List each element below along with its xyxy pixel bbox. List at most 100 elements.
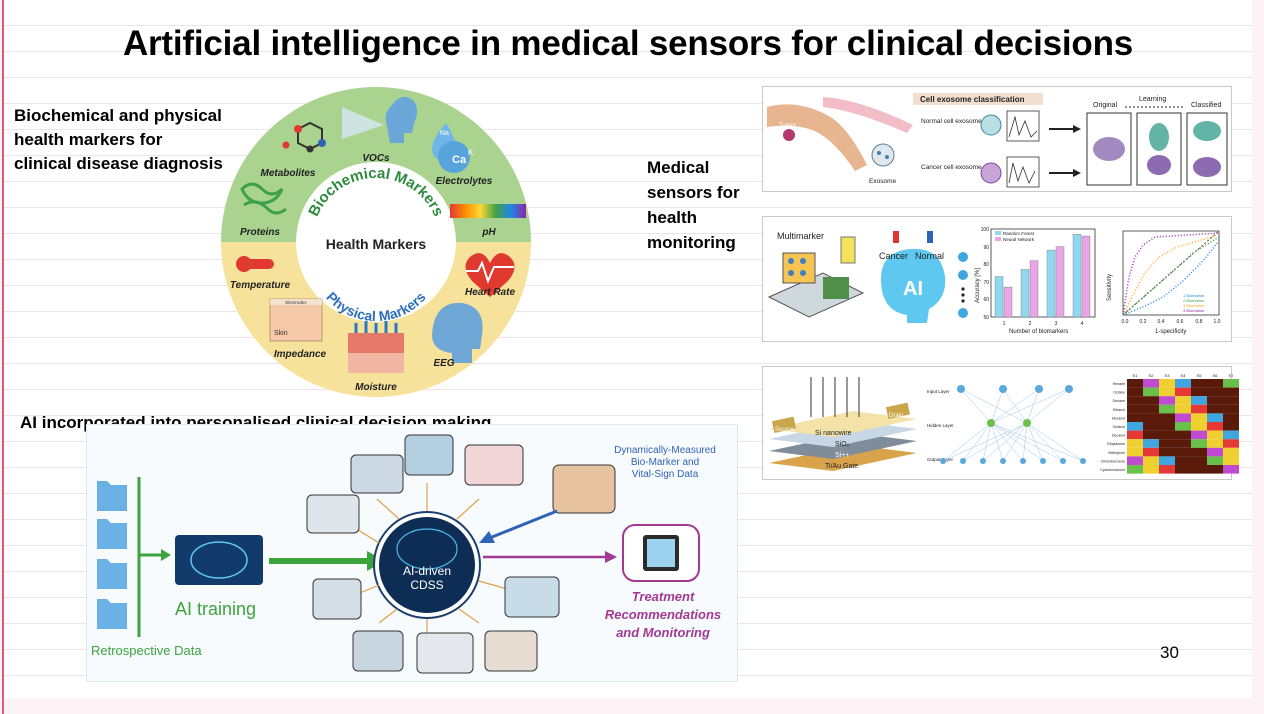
electrolytes-label: Electrolytes bbox=[436, 176, 493, 187]
heatmap-cell bbox=[1223, 447, 1239, 457]
roc-xtick: 1.0 bbox=[1214, 319, 1221, 325]
treatment-line2: Recommendations bbox=[605, 607, 721, 622]
proteins-label: Proteins bbox=[240, 227, 280, 238]
heatmap-cell bbox=[1191, 430, 1207, 440]
skin-sensor-photo bbox=[552, 464, 616, 514]
dynamic-data-line2: Bio-Marker and bbox=[631, 457, 699, 468]
heatmap-col-label: S2 bbox=[1149, 373, 1155, 378]
treatment-line1: Treatment bbox=[632, 589, 695, 604]
ai-training-label: AI training bbox=[175, 599, 256, 619]
ph-label: pH bbox=[481, 227, 496, 238]
bar-ytick: 90 bbox=[983, 245, 989, 251]
roc-ylabel: Sensitivity bbox=[1107, 274, 1113, 301]
metabolite-molecule-icon bbox=[282, 121, 326, 153]
heatmap-cell bbox=[1207, 379, 1223, 388]
cdss-hub-icon bbox=[373, 511, 481, 619]
heatmap-cell bbox=[1191, 387, 1207, 397]
heatmap-cell bbox=[1207, 404, 1223, 414]
cdss-center-line2: CDSS bbox=[410, 578, 443, 592]
bar-ytick: 80 bbox=[983, 262, 989, 268]
heatmap-cell bbox=[1127, 430, 1143, 440]
cancer-exosome-label: Cancer cell exosome bbox=[921, 164, 982, 171]
heatmap-cell bbox=[1175, 430, 1191, 440]
heatmap-cell bbox=[1159, 387, 1175, 397]
bar-legend-nn: Neural Network bbox=[1003, 237, 1035, 242]
heatmap-cell bbox=[1175, 404, 1191, 414]
input-layer-label: Input Layer bbox=[927, 389, 950, 394]
heatmap-cell bbox=[1159, 379, 1175, 388]
heatmap-cell bbox=[1127, 387, 1143, 397]
heatmap-cell bbox=[1127, 404, 1143, 414]
heatmap-cell bbox=[1191, 379, 1207, 388]
treatment-line3: and Monitoring bbox=[616, 625, 710, 640]
accuracy-bar bbox=[1020, 269, 1030, 318]
page-number: 30 bbox=[1160, 643, 1179, 662]
retrospective-data-folders bbox=[97, 481, 127, 629]
heatmap-cell bbox=[1223, 465, 1239, 474]
heatmap-cell bbox=[1191, 413, 1207, 422]
moisture-skin-icon bbox=[348, 321, 404, 373]
heatmap-cell bbox=[1127, 447, 1143, 457]
accuracy-bar bbox=[1072, 234, 1082, 318]
heatmap-cell bbox=[1207, 456, 1223, 465]
impedance-icon: Electrodes Skin bbox=[269, 298, 323, 342]
source-label: Source bbox=[775, 427, 795, 433]
heatmap-cell bbox=[1143, 387, 1159, 397]
heatmap-cell bbox=[1159, 465, 1175, 474]
heatmap-row-label: Decanol bbox=[1112, 434, 1125, 438]
heatmap-row-label: Ethylamine bbox=[1107, 442, 1125, 446]
heatmap-cell bbox=[1175, 396, 1191, 405]
heatmap-cell bbox=[1191, 465, 1207, 474]
heatmap-row-label: Ethanol bbox=[1113, 408, 1125, 412]
retrospective-label: Retrospective Data bbox=[91, 643, 202, 658]
mri-scanner-photo bbox=[312, 578, 362, 620]
heatmap-cell bbox=[1223, 456, 1239, 465]
heatmap-cell bbox=[1223, 430, 1239, 440]
vocs-label: VOCs bbox=[362, 153, 390, 164]
bar-xtick: 3 bbox=[1055, 321, 1058, 327]
bar-ytick: 50 bbox=[983, 315, 989, 321]
heatmap-cell bbox=[1159, 430, 1175, 440]
heatmap-cell bbox=[1223, 404, 1239, 414]
nanowire-neural-net-panel: Source Drain Si nanowire SiO₂ Si++ Ti/Au… bbox=[762, 366, 1239, 480]
heatmap-row-label: Hexane bbox=[1113, 382, 1125, 386]
svg-text:Electrodes: Electrodes bbox=[285, 300, 307, 305]
heatmap-cell bbox=[1223, 439, 1239, 448]
bar-legend-rf: Random Forest bbox=[1003, 231, 1035, 236]
roc-chart: Sensitivity 1-specificity 0.0 0.2 0.4 0.… bbox=[1107, 230, 1221, 335]
heatmap-col-label: S6 bbox=[1213, 373, 1219, 378]
cdss-workflow-figure: Retrospective Data AI training AI-driven… bbox=[86, 424, 738, 682]
sensors-label: Medical sensors for health monitoring bbox=[647, 158, 740, 252]
heart-rate-label: Heart Rate bbox=[465, 287, 515, 298]
roc-legend: 2 Biomarker bbox=[1183, 298, 1205, 303]
ai-training-brain-icon bbox=[175, 535, 263, 585]
slide-title: Artificial intelligence in medical senso… bbox=[122, 24, 1134, 63]
heatmap-cell bbox=[1143, 413, 1159, 422]
bar-xtick: 2 bbox=[1029, 321, 1032, 327]
arm-tumor-illustration: Tumor bbox=[767, 97, 913, 171]
heatmap-cell bbox=[1159, 422, 1175, 431]
sipp-label: Si++ bbox=[835, 452, 849, 459]
multimarker-label: Multimarker bbox=[777, 231, 824, 241]
heatmap-cell bbox=[1159, 396, 1175, 405]
heatmap-cell bbox=[1143, 396, 1159, 405]
heatmap-cell bbox=[1127, 413, 1143, 422]
ct-scanner-photo bbox=[416, 632, 474, 674]
roc-xlabel: 1-specificity bbox=[1155, 329, 1186, 335]
heatmap-cell bbox=[1143, 404, 1159, 414]
heatmap-cell bbox=[1223, 413, 1239, 422]
accuracy-bar bbox=[1029, 260, 1039, 318]
si-nanowire-label: Si nanowire bbox=[815, 430, 852, 437]
heatmap-cell bbox=[1127, 379, 1143, 388]
heatmap-cell bbox=[1143, 430, 1159, 440]
exosome-particle-icon bbox=[871, 143, 895, 167]
roc-legend: 1 Biomarker bbox=[1183, 293, 1205, 298]
dynamic-data-line3: Vital-Sign Data bbox=[632, 469, 699, 480]
heatmap-cell bbox=[1191, 456, 1207, 465]
heatmap-cell bbox=[1143, 456, 1159, 465]
svg-text:AI: AI bbox=[903, 278, 923, 300]
heatmap-cell bbox=[1127, 396, 1143, 405]
accuracy-bar bbox=[1046, 249, 1056, 318]
heatmap-cell bbox=[1127, 456, 1143, 465]
normal-label: Normal bbox=[915, 251, 944, 261]
